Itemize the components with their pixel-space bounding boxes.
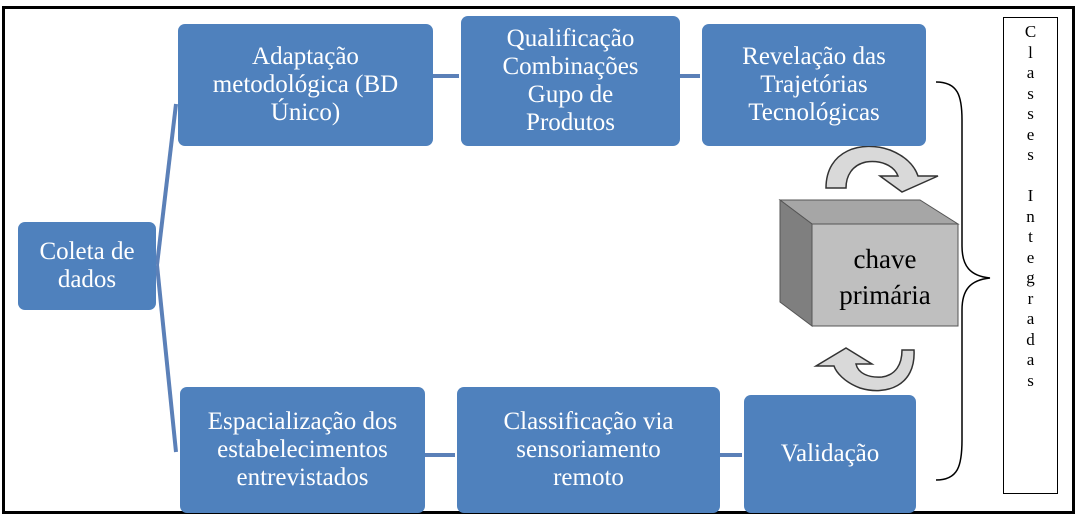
cube-label-line2: primária bbox=[839, 280, 930, 310]
node-classificacao: Classificação via sensoriamento remoto bbox=[457, 387, 720, 513]
integrated-classes-label: C l a s s e s I n t e g r a d a s bbox=[1024, 22, 1037, 390]
node-adaptacao-metodologica: Adaptação metodológica (BD Único) bbox=[178, 24, 433, 146]
node-espacializacao: Espacialização dos estabelecimentos entr… bbox=[180, 387, 425, 513]
right-brace bbox=[935, 81, 991, 481]
node-validacao: Validação bbox=[744, 395, 916, 513]
node-qualificacao: Qualificação Combinações Gupo de Produto… bbox=[461, 16, 680, 146]
branch-to-espacializacao bbox=[155, 264, 178, 453]
curved-arrow-top-icon bbox=[825, 145, 939, 193]
branch-to-adaptacao bbox=[155, 103, 178, 266]
curved-arrow-bottom-icon bbox=[813, 347, 915, 392]
node-revelacao-trajetorias: Revelação das Trajetórias Tecnológicas bbox=[702, 24, 926, 146]
node-coleta-de-dados: Coleta de dados bbox=[18, 222, 156, 310]
integrated-classes-panel: C l a s s e s I n t e g r a d a s bbox=[1003, 17, 1058, 494]
primary-key-cube: chave primária bbox=[778, 199, 960, 327]
cube-label-line1: chave bbox=[854, 244, 917, 274]
